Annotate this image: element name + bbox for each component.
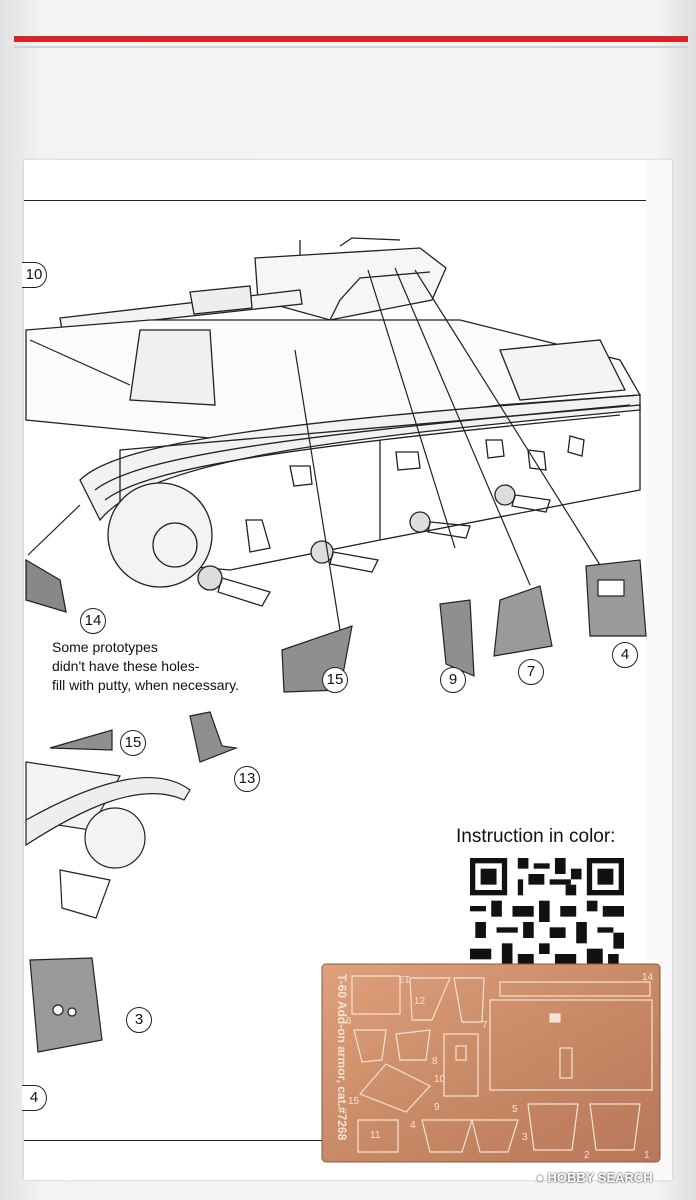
part-number-6: 6 [346,1016,352,1027]
zip-track [14,46,688,48]
part-number-11: 11 [370,1130,381,1141]
part-number-8: 8 [432,1056,438,1067]
callout-9: 9 [440,667,466,693]
part-number-2: 2 [584,1150,590,1161]
putty-note: Some prototypes didn't have these holes-… [52,639,240,693]
part-number-12: 12 [414,996,426,1007]
part-number-3: 3 [522,1132,528,1143]
hobbysearch-watermark: ● HOBBY SEARCH [536,1170,653,1185]
photo-etch-fret: T-60 Add-on armor, cat.#7268 13 12 14 6 … [321,963,661,1163]
callout-4: 4 [612,642,638,668]
callout-10: 10 [22,262,47,288]
callout-14: 14 [80,608,106,634]
part-number-7: 7 [482,1020,488,1031]
callout-15-b: 15 [120,730,146,756]
qr-code-icon [470,858,624,970]
callout-4-b: 4 [22,1085,47,1111]
part-number-15: 15 [348,1096,360,1107]
part-number-14: 14 [642,972,654,983]
callout-3: 3 [126,1007,152,1033]
color-instruction-heading: Instruction in color: [456,826,616,847]
part-number-10: 10 [434,1074,446,1085]
zip-seal-stripe [14,36,688,42]
part-number-5: 5 [512,1104,518,1115]
callout-15: 15 [322,667,348,693]
part-number-9: 9 [434,1102,440,1113]
sheet-top-rule [24,200,646,201]
part-number-4: 4 [410,1120,416,1131]
fret-label: T-60 Add-on armor, cat.#7268 [335,974,349,1141]
part-number-1: 1 [644,1150,650,1161]
callout-13: 13 [234,766,260,792]
part-number-13: 13 [398,973,410,984]
hobbysearch-logo-icon: ● [536,1170,548,1185]
callout-7: 7 [518,659,544,685]
